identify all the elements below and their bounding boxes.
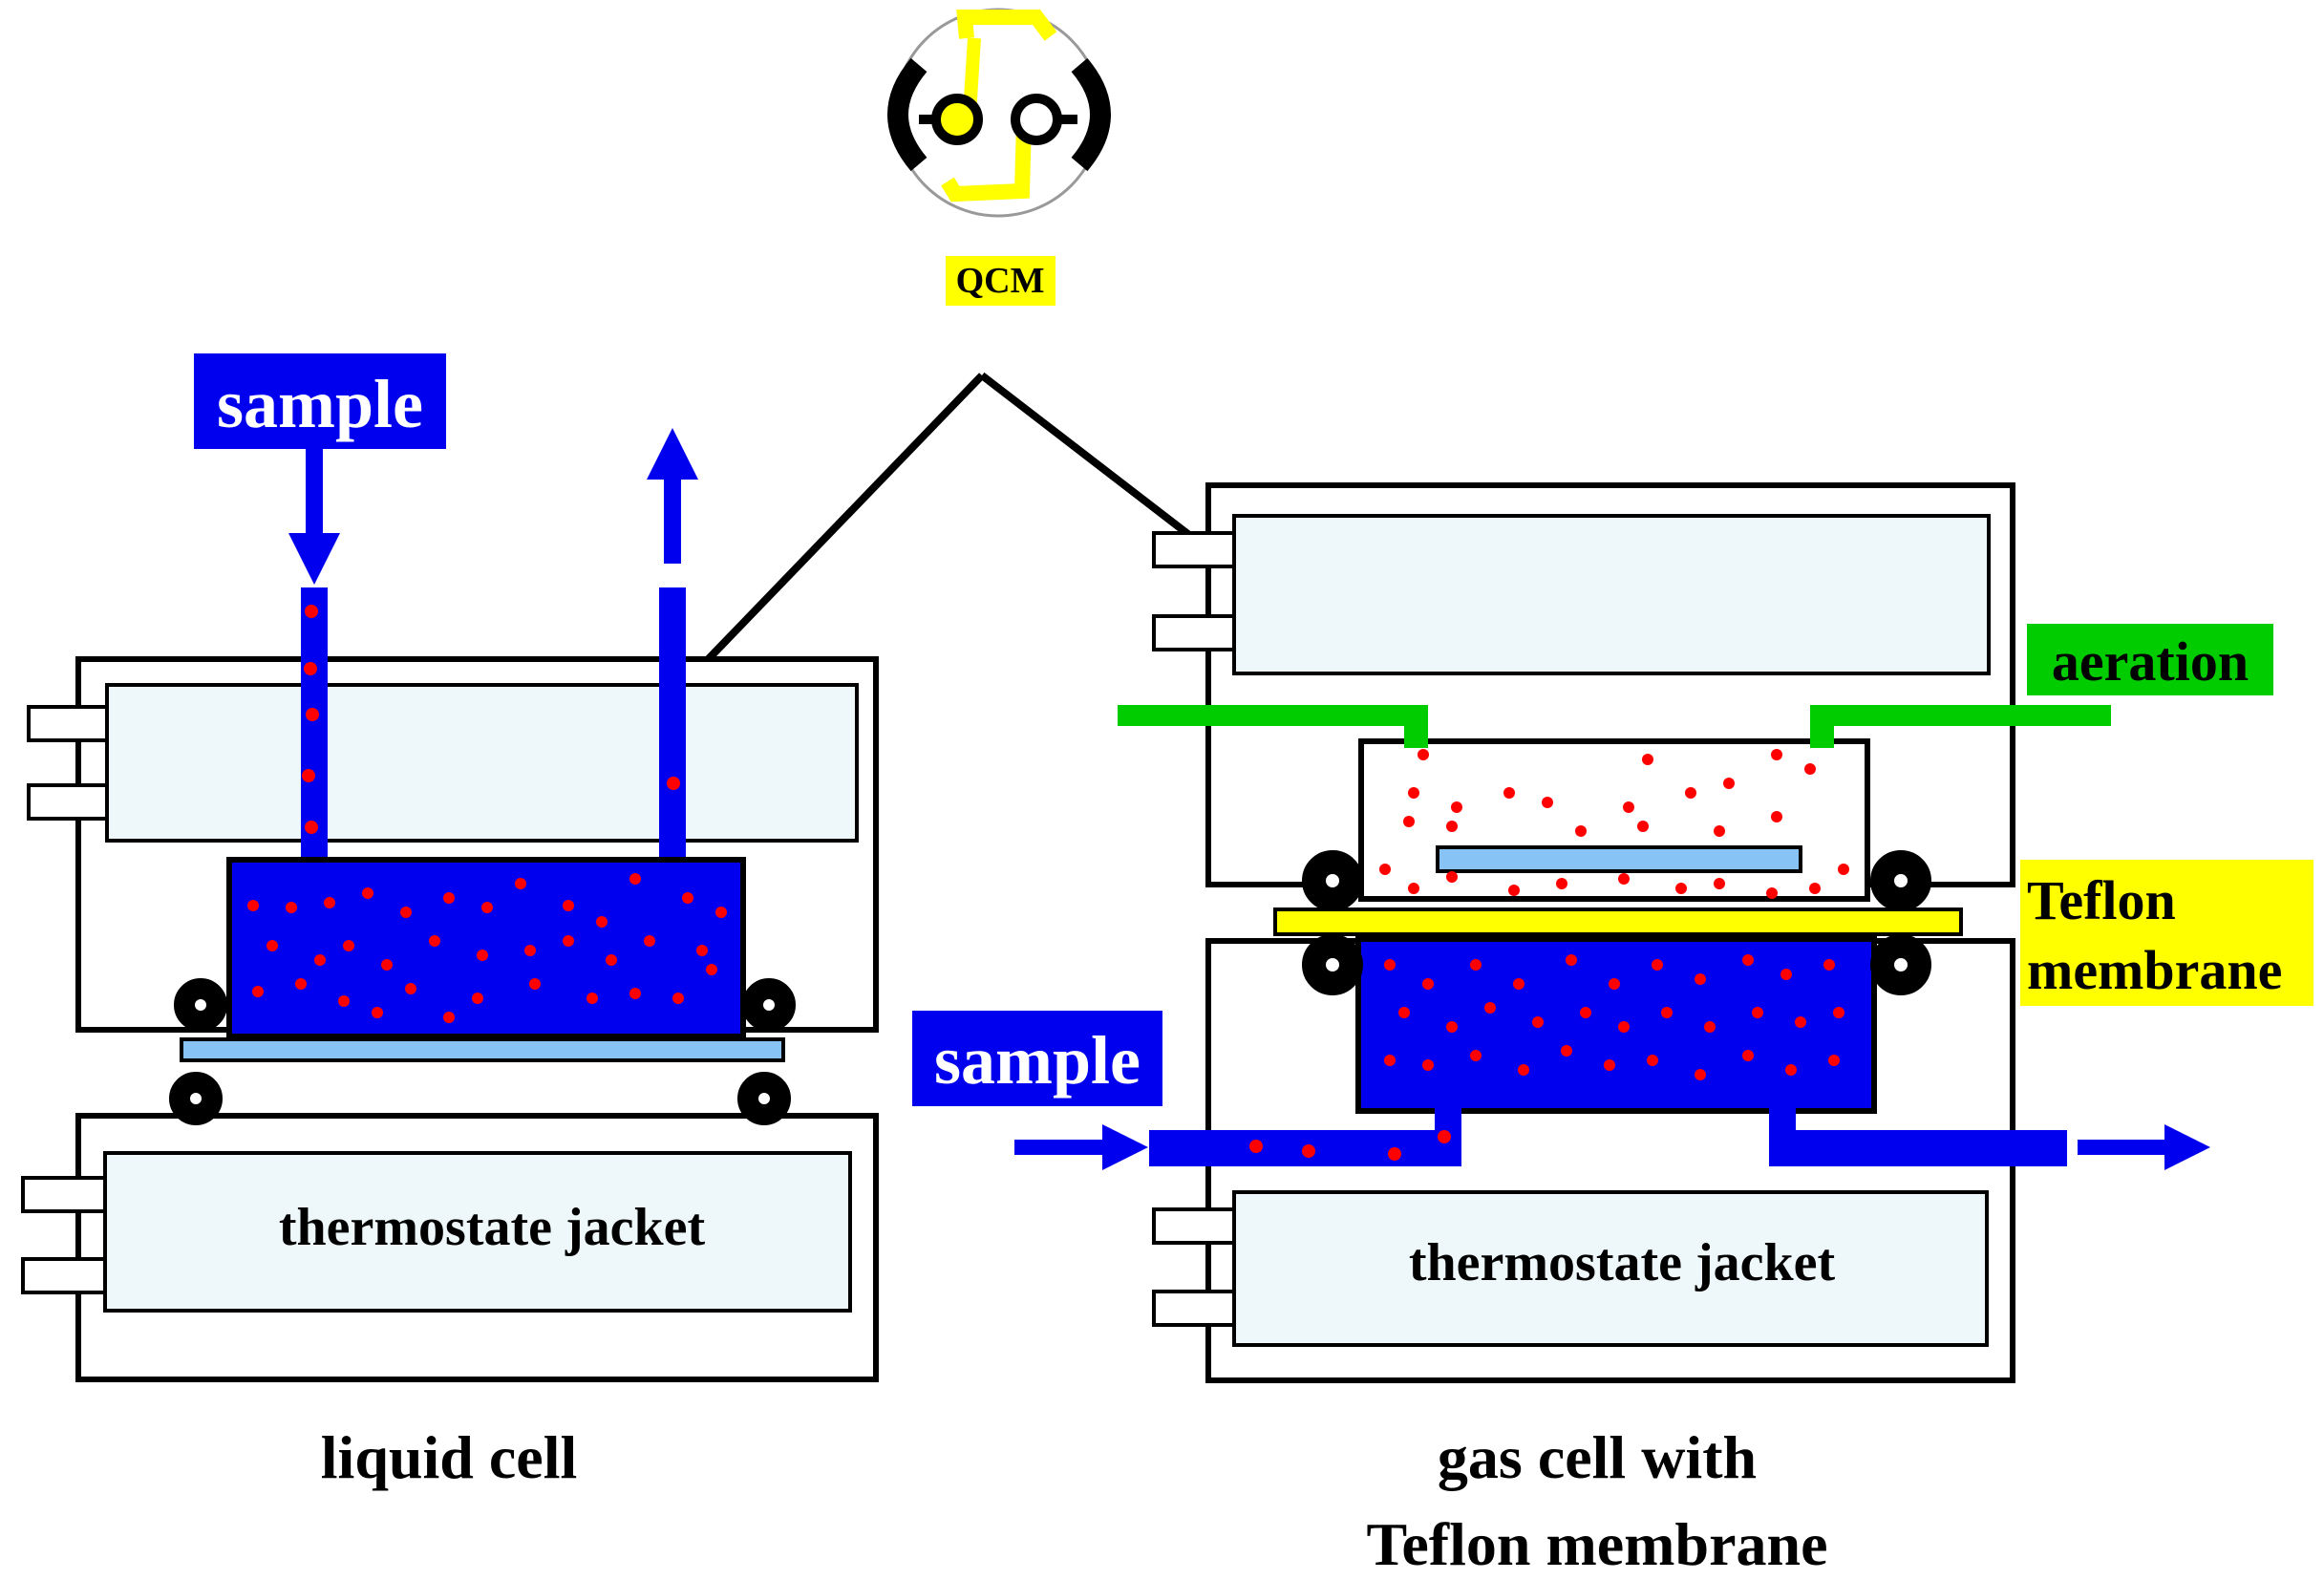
sample-label: sample — [217, 366, 423, 442]
sample-label: sample — [934, 1022, 1141, 1099]
sample-label-bg — [912, 1011, 1162, 1106]
jacket-label: thermostate jacket — [1409, 1233, 1836, 1292]
upper-panel — [105, 683, 859, 843]
upper-connector-1 — [1152, 531, 1236, 568]
particles-liquid — [1249, 954, 1844, 1161]
thermostate-jacket — [103, 1151, 852, 1313]
upper-panel — [1232, 514, 1991, 675]
qcm-crystal — [1436, 845, 1802, 873]
particles-gas — [1379, 749, 1849, 899]
particles — [247, 605, 727, 1023]
upper-connector-1 — [27, 705, 109, 742]
lower-connector-1 — [1152, 1207, 1236, 1245]
caption-line1: gas cell with — [1438, 1423, 1757, 1491]
outlet-tube — [659, 587, 686, 860]
upper-connector-2 — [1152, 614, 1236, 651]
jacket-label: thermostate jacket — [279, 1198, 706, 1257]
lower-connector-2 — [21, 1257, 107, 1294]
gas-chamber — [1358, 738, 1870, 902]
qcm-label: QCM — [956, 261, 1045, 301]
upper-connector-2 — [27, 783, 109, 821]
lower-connector-1 — [21, 1176, 107, 1213]
aeration-label-bg — [2027, 624, 2273, 695]
inlet-tube — [301, 587, 328, 860]
liquid-cell: thermostate jacket — [21, 353, 879, 1491]
lower-connector-2 — [1152, 1290, 1236, 1327]
membrane-label-bg — [2020, 860, 2313, 1006]
caption: liquid cell — [321, 1423, 578, 1491]
gas-cell: thermostate jacket — [912, 482, 2313, 1578]
aeration-tubes — [1118, 705, 2111, 748]
o-rings — [169, 978, 796, 1125]
membrane-label-line1: Teflon — [2027, 869, 2176, 931]
qcm-crystal — [180, 1037, 785, 1062]
membrane-label-line2: membrane — [2027, 939, 2282, 1001]
caption-line2: Teflon membrane — [1367, 1510, 1828, 1578]
qcm-icon — [887, 8, 1111, 218]
o-rings — [1302, 850, 1931, 995]
sample-label-bg — [194, 353, 446, 449]
thermostate-jacket — [1232, 1190, 1989, 1347]
aeration-label: aeration — [2052, 630, 2249, 693]
qcm-label-bg — [946, 256, 1055, 306]
sample-chamber — [226, 857, 746, 1039]
teflon-membrane — [1273, 907, 1963, 936]
sample-chamber — [1355, 936, 1877, 1114]
